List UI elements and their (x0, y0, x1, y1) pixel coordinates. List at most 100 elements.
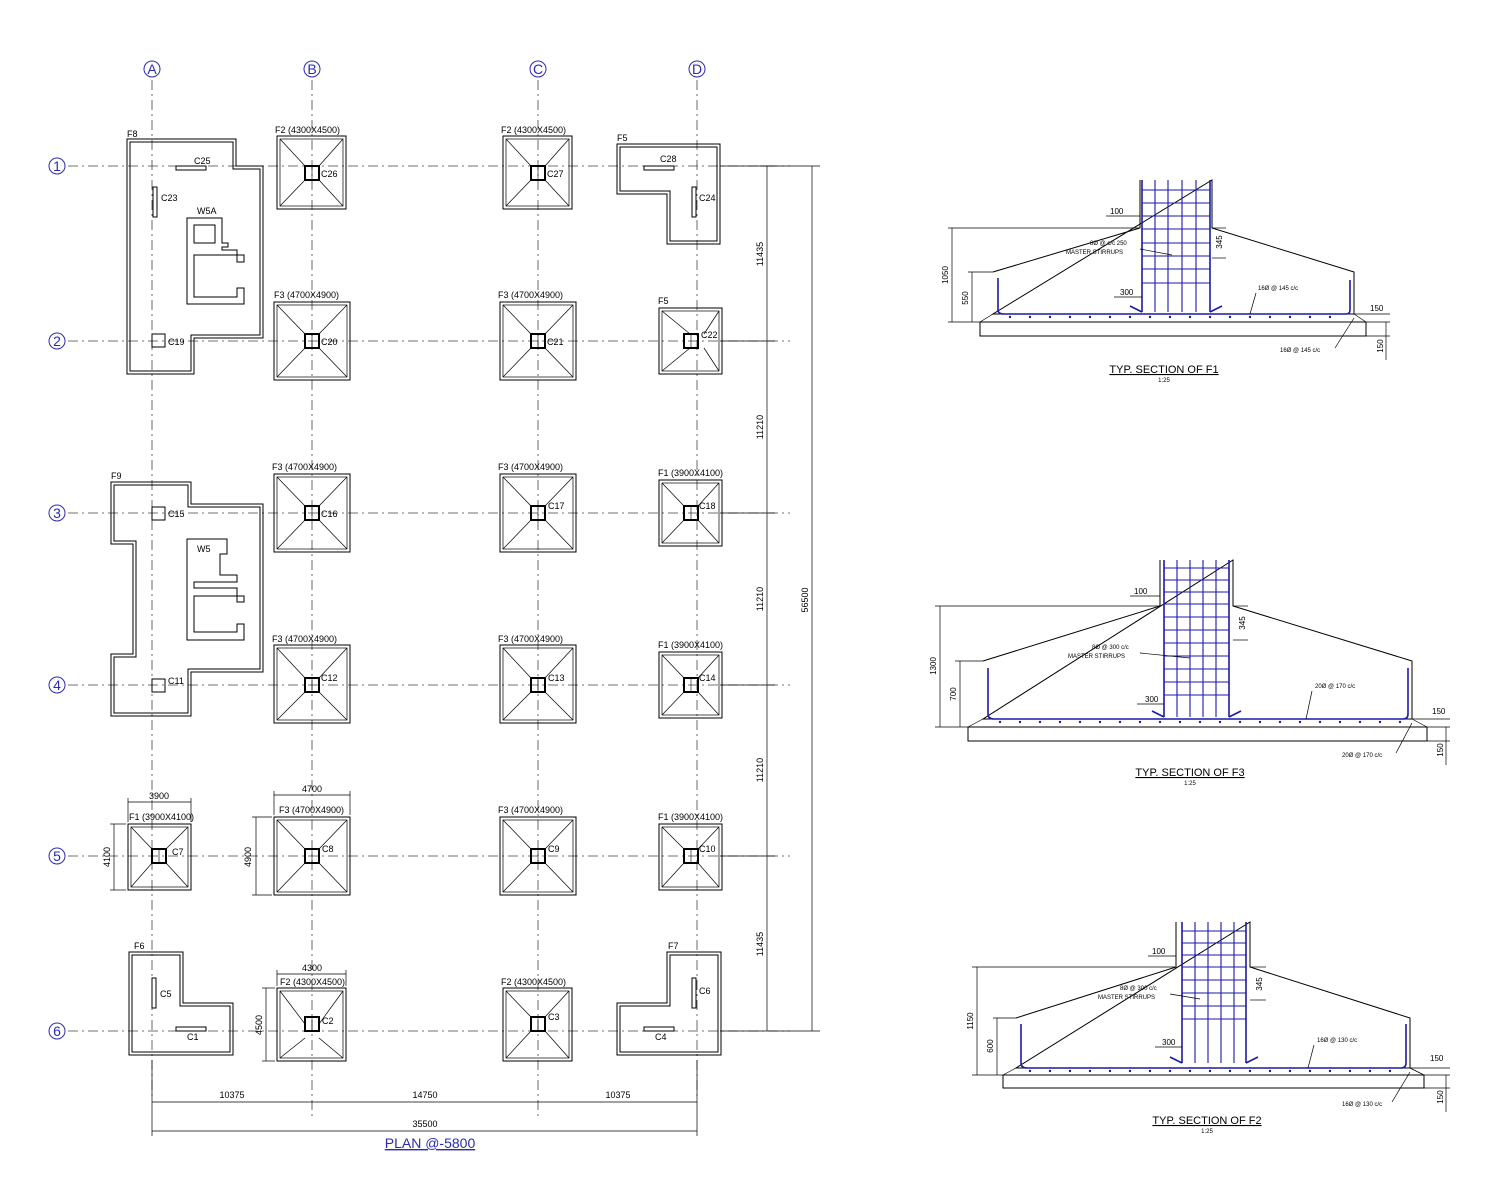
grid-bubble-4: 4 (48, 676, 66, 694)
grid-bubble-3: 3 (48, 504, 66, 522)
grid-bubble-5: 5 (48, 847, 66, 865)
f3-section-scale: 1:25 (1184, 781, 1196, 787)
f1-stirrups: 8Ø @ c/c 250 (1090, 241, 1127, 247)
grid-bubble-6: 6 (48, 1022, 66, 1040)
b2-label: F3 (4700X4900) (274, 290, 339, 300)
b6-label: F2 (4300X4500) (280, 977, 345, 987)
f2-section-scale: 1:25 (1201, 1129, 1213, 1135)
col-c13-label: C13 (548, 673, 565, 683)
d2-label: F5 (658, 296, 669, 306)
section-f1: 1050 550 100 345 8Ø @ c/c 250 MASTER STI… (941, 179, 1390, 384)
f3-top-bar: 20Ø @ 170 c/c (1315, 684, 1355, 690)
f1-taper-top: 345 (1215, 235, 1224, 249)
col-c21-label: C21 (547, 337, 564, 347)
f3-pcc-thickness: 150 (1436, 743, 1445, 757)
f2-stirrups-note: MASTER STIRRUPS (1098, 995, 1155, 1001)
c3-label: F3 (4700X4900) (498, 462, 563, 472)
grid-bubble-1: 1 (48, 157, 66, 175)
grid-label-A: A (147, 61, 157, 77)
w5-label: W5 (197, 544, 211, 554)
w5a-label: W5A (197, 206, 217, 216)
section-f2: 1150 600 100 345 8Ø @ 300 c/c MASTER STI… (966, 921, 1450, 1135)
footing-a6: F6 C5 C1 (128, 941, 234, 1056)
col-c6-label: C6 (699, 986, 711, 996)
col-c20-label: C20 (321, 337, 338, 347)
b5-width-dim: 4700 (302, 784, 322, 794)
f8-label: F8 (127, 129, 138, 139)
c4-label: F3 (4700X4900) (498, 634, 563, 644)
d3-label: F1 (3900X4100) (658, 468, 723, 478)
f3-total-depth: 1300 (929, 657, 938, 675)
overall-width: 35500 (412, 1119, 437, 1129)
f2-lap: 300 (1162, 1038, 1176, 1047)
col-c25-label: C25 (194, 156, 211, 166)
grid-label-6: 6 (53, 1023, 61, 1039)
f1-bottom-bar-dots (1008, 315, 1332, 319)
grid-bubble-C: C (529, 60, 547, 78)
c6-label: F2 (4300X4500) (501, 977, 566, 987)
a5-height-dim: 4100 (102, 847, 112, 867)
overall-height: 56500 (800, 587, 810, 612)
col-c27-label: C27 (547, 169, 564, 179)
f2-col-offset: 100 (1152, 947, 1166, 956)
col-c11-label: C11 (168, 676, 184, 686)
b6-width-dim: 4300 (302, 963, 322, 973)
grid-label-B: B (307, 61, 316, 77)
footing-b3: F3 (4700X4900) C16 (272, 462, 351, 553)
f2-stirrups: 8Ø @ 300 c/c (1120, 986, 1157, 992)
footing-d4: F1 (3900X4100) C14 (658, 640, 723, 719)
footing-a5: F1 (3900X4100) C7 3900 4100 (102, 791, 194, 891)
grid-label-2: 2 (53, 333, 61, 349)
col-c17-label: C17 (548, 501, 565, 511)
f3-lap: 300 (1145, 695, 1159, 704)
d5-label: F1 (3900X4100) (658, 812, 723, 822)
col-c3-label: C3 (548, 1012, 560, 1022)
footing-b2: F3 (4700X4900) C20 (273, 290, 351, 381)
grid-bubble-A: A (143, 60, 161, 78)
col-spacing-ab: 10375 (219, 1090, 244, 1100)
grid-label-3: 3 (53, 505, 61, 521)
col-c14-label: C14 (699, 673, 716, 683)
b4-label: F3 (4700X4900) (272, 634, 337, 644)
f3-edge-depth: 700 (949, 687, 958, 701)
footing-b4: F3 (4700X4900) C12 (272, 634, 351, 724)
plan-bottom-dimensions: 10375 14750 10375 35500 PLAN @-5800 (151, 1060, 698, 1151)
f1-section-title: TYP. SECTION OF F1 (1109, 364, 1218, 376)
grid-bubble-D: D (688, 60, 706, 78)
col-c18-label: C18 (699, 501, 716, 511)
plan-title: PLAN @-5800 (385, 1135, 476, 1151)
f3-stirrups: 8Ø @ 300 c/c (1092, 645, 1129, 651)
col-spacing-bc: 14750 (412, 1090, 437, 1100)
footing-c1: F2 (4300X4500) C27 (501, 125, 573, 210)
f2-edge-depth: 600 (986, 1039, 995, 1053)
a6-label: F6 (134, 941, 145, 951)
footing-c6: F2 (4300X4500) C3 (501, 977, 573, 1062)
d4-label: F1 (3900X4100) (658, 640, 723, 650)
a5-label: F1 (3900X4100) (129, 812, 194, 822)
footing-d6: F7 C6 C4 (616, 941, 722, 1056)
f2-bottom-bar-dots (1028, 1069, 1392, 1073)
footing-f8: F8 C25 C23 W5A C19 (126, 129, 264, 375)
f2-total-depth: 1150 (966, 1012, 975, 1030)
f3-bottom-bar: 20Ø @ 170 c/c (1342, 753, 1382, 759)
grid-label-D: D (692, 61, 702, 77)
f1-pcc-thickness: 150 (1376, 339, 1385, 353)
f2-taper-top: 345 (1255, 977, 1264, 991)
b5-height-dim: 4900 (243, 847, 253, 867)
grid-label-5: 5 (53, 848, 61, 864)
footing-b6: F2 (4300X4500) C2 4300 4500 (254, 963, 347, 1062)
footing-b5: F3 (4700X4900) C8 4700 4900 (243, 784, 351, 896)
grid-bubble-B: B (303, 60, 321, 78)
col-c23-label: C23 (161, 193, 178, 203)
b6-height-dim: 4500 (254, 1015, 264, 1035)
b1-label: F2 (4300X4500) (275, 125, 340, 135)
grid-label-C: C (533, 61, 543, 77)
f2-pcc-offset: 150 (1430, 1054, 1444, 1063)
f1-bottom-bar: 16Ø @ 145 c/c (1280, 348, 1320, 354)
d6-label: F7 (668, 941, 679, 951)
f2-pcc-thickness: 150 (1436, 1090, 1445, 1104)
f3-bottom-bar-dots (998, 720, 1402, 724)
b3-label: F3 (4700X4900) (272, 462, 337, 472)
f1-col-offset: 100 (1110, 207, 1124, 216)
col-c22-label: C22 (701, 330, 718, 340)
